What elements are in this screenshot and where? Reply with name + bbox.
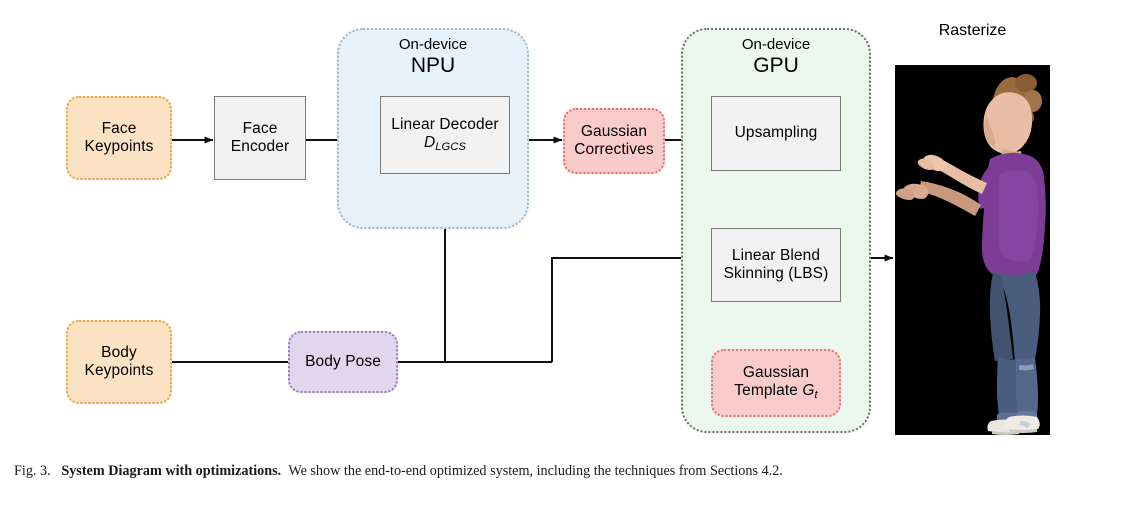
node-body-keypoints[interactable]: Body Keypoints xyxy=(66,320,172,404)
edge-bodypose-to-lbs xyxy=(551,254,712,362)
node-gaussian-template[interactable]: Gaussian Template Gt xyxy=(711,349,841,417)
gpu-subtitle: On-device xyxy=(741,36,811,53)
node-face-encoder-label: Face Encoder xyxy=(230,119,290,155)
node-body-pose[interactable]: Body Pose xyxy=(288,331,398,393)
node-upsampling[interactable]: Upsampling xyxy=(711,96,841,171)
figure-caption: Fig. 3. System Diagram with optimization… xyxy=(14,462,1108,481)
node-body-keypoints-label: Body Keypoints xyxy=(84,343,154,379)
group-title-gpu: On-device GPU xyxy=(681,36,871,78)
node-face-keypoints-label: Face Keypoints xyxy=(84,119,154,155)
caption-prefix: Fig. 3. xyxy=(14,463,51,479)
node-linear-decoder-symbol: DLGCS xyxy=(423,134,467,154)
rasterized-avatar-image xyxy=(895,65,1050,435)
node-face-encoder[interactable]: Face Encoder xyxy=(214,96,306,180)
node-upsampling-label: Upsampling xyxy=(734,124,818,142)
gpu-title: GPU xyxy=(753,54,799,78)
caption-bold: System Diagram with optimizations. xyxy=(61,463,282,479)
npu-subtitle: On-device xyxy=(398,36,468,53)
node-gaussian-correctives[interactable]: Gaussian Correctives xyxy=(563,108,665,174)
node-lbs-label: Linear Blend Skinning (LBS) xyxy=(723,246,829,282)
group-title-npu: On-device NPU xyxy=(337,36,529,78)
caption-rest: We show the end-to-end optimized system,… xyxy=(288,463,783,479)
node-linear-blend-skinning[interactable]: Linear Blend Skinning (LBS) xyxy=(711,228,841,302)
rasterize-title: Rasterize xyxy=(938,22,1007,39)
node-gaussian-correctives-label: Gaussian Correctives xyxy=(574,122,654,158)
node-gaussian-template-symbol: Template Gt xyxy=(734,382,818,402)
node-face-keypoints[interactable]: Face Keypoints xyxy=(66,96,172,180)
node-linear-decoder[interactable]: Linear Decoder DLGCS xyxy=(380,96,510,174)
system-diagram: On-device NPU On-device GPU Face Keypoin… xyxy=(66,22,1050,435)
avatar-illustration xyxy=(895,65,1050,435)
node-linear-decoder-label: Linear Decoder DLGCS xyxy=(391,115,499,154)
npu-title: NPU xyxy=(410,54,456,78)
node-body-pose-label: Body Pose xyxy=(305,352,381,370)
avatar-figure xyxy=(895,74,1046,435)
node-gaussian-template-label: Gaussian Template Gt xyxy=(734,363,818,402)
